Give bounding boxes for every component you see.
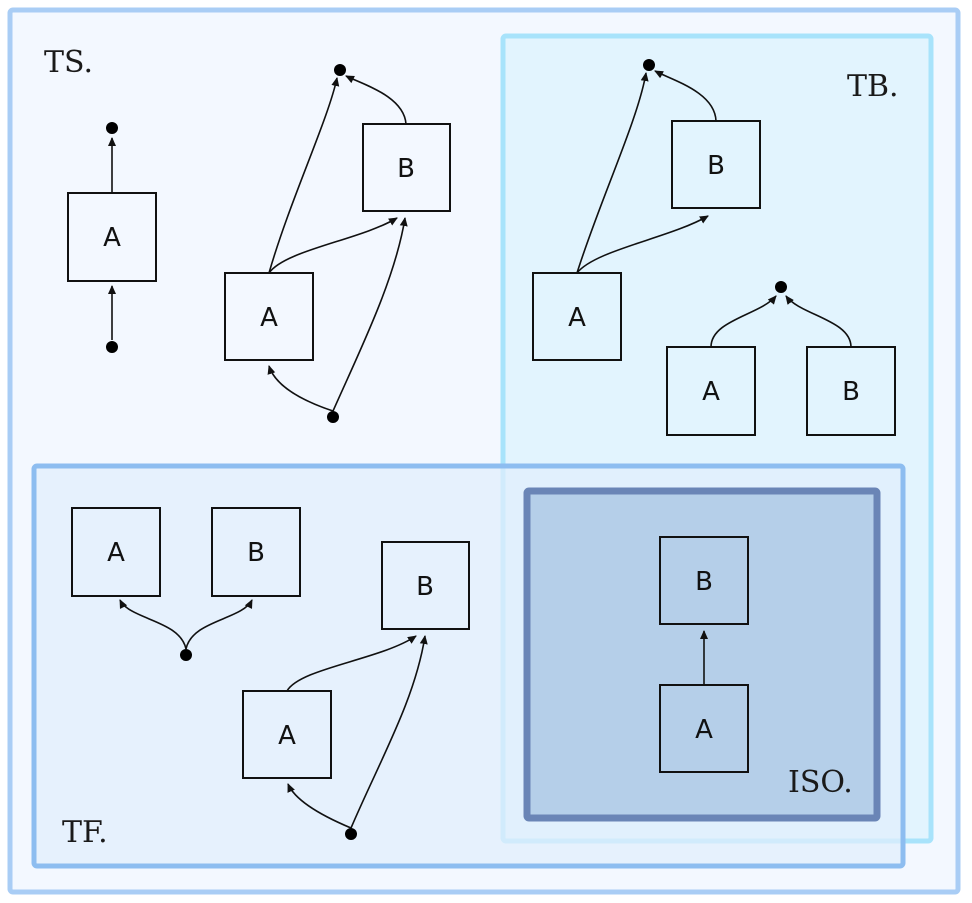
box-b-label: B	[397, 154, 415, 184]
edge-arrow	[185, 599, 253, 650]
node-dot	[643, 59, 655, 71]
edge-arrow	[268, 217, 398, 274]
box-b-label: B	[707, 151, 725, 181]
box-a-label: A	[702, 377, 720, 407]
box-a	[71, 507, 161, 597]
box-b	[659, 536, 749, 625]
box-b-label: B	[695, 567, 713, 597]
edge-arrow	[576, 215, 709, 274]
region-label-tf: TF.	[62, 815, 108, 850]
region-label-tb: TB.	[847, 69, 899, 104]
region-label-ts: TS.	[44, 45, 93, 80]
node-dot	[106, 341, 118, 353]
box-a-label: A	[278, 721, 296, 751]
edge-arrow	[785, 295, 852, 348]
node-dot	[775, 281, 787, 293]
edge-arrow	[268, 77, 340, 274]
tb-fork-group: B A	[532, 59, 761, 361]
edge-arrow	[267, 365, 334, 412]
tf-feed-group: B A	[242, 541, 470, 840]
edge-arrow	[119, 599, 187, 650]
iso-group: B A	[659, 536, 749, 773]
node-dot	[334, 64, 346, 76]
region-iso-frame	[523, 487, 881, 822]
node-dot	[345, 828, 357, 840]
node-dot	[106, 122, 118, 134]
box-b	[211, 507, 301, 597]
edge-arrow	[710, 295, 777, 348]
box-b	[362, 123, 451, 212]
box-a-label: A	[107, 538, 125, 568]
tf-split-group: A B	[71, 507, 301, 661]
box-a-label: A	[103, 223, 121, 253]
edge-arrow	[654, 70, 717, 122]
box-a-label: A	[568, 303, 586, 333]
tb-join-group: A B	[666, 281, 896, 436]
edge-arrow	[332, 217, 408, 412]
ts-fork-group: B A	[224, 64, 451, 423]
box-a-label: A	[695, 715, 713, 745]
node-dot	[180, 649, 192, 661]
box-a-label: A	[260, 303, 278, 333]
ts-chain-group: A	[67, 122, 157, 353]
edge-arrow	[350, 635, 428, 829]
box-b	[381, 541, 470, 630]
region-label-iso: ISO.	[788, 765, 853, 800]
edge-arrow	[576, 72, 649, 274]
box-b-label: B	[842, 377, 860, 407]
box-b-label: B	[247, 538, 265, 568]
edge-arrow	[287, 783, 352, 829]
edge-arrow	[345, 75, 407, 125]
node-dot	[327, 411, 339, 423]
edge-arrow	[286, 635, 417, 692]
box-b-label: B	[416, 572, 434, 602]
